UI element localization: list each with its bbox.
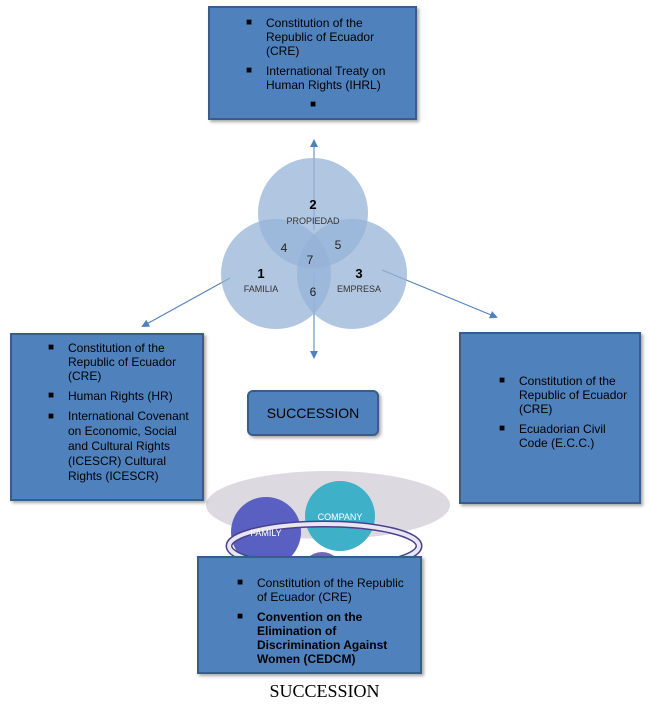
list-item: ■Constitution of the Republic of Ecuador…	[246, 16, 375, 58]
venn-number-1: 1	[257, 266, 264, 281]
company-label: COMPANY	[318, 512, 363, 522]
venn-label-empresa: EMPRESA	[337, 284, 381, 294]
bullet-icon: ■	[310, 99, 317, 110]
list-item: ■Constitution of the Republic of Ecuador…	[499, 374, 628, 416]
venn-label-familia: FAMILIA	[244, 284, 279, 294]
list-item: ■Human Rights (HR)	[48, 389, 173, 403]
bullet-icon: ■	[246, 65, 253, 76]
bottom-legal-box: ■Constitution of the Republic of Ecuador…	[197, 556, 422, 674]
venn-label-propiedad: PROPIEDAD	[286, 216, 340, 226]
venn-region-4: 4	[281, 241, 288, 255]
bullet-icon: ■	[237, 611, 244, 622]
list-item: ■Constitution of the Republic of Ecuador…	[48, 341, 177, 383]
venn-number-3: 3	[355, 266, 362, 281]
venn-circle-familia	[221, 219, 331, 329]
arrow-to-left	[141, 277, 231, 327]
list-item: ■International Covenant on Economic, Soc…	[48, 409, 189, 483]
bullet-icon: ■	[48, 411, 55, 422]
venn-circle-empresa	[297, 219, 407, 329]
succession-label: SUCCESSION	[266, 405, 360, 421]
bullet-icon: ■	[237, 577, 244, 588]
venn-number-2: 2	[309, 197, 316, 212]
venn-region-6: 6	[310, 285, 317, 299]
list-item: ■Constitution of the Republic of Ecuador…	[237, 576, 404, 604]
list-item: ■International Treaty on Human Rights (I…	[246, 64, 386, 92]
bullet-icon: ■	[48, 390, 55, 401]
list-item: ■Ecuadorian Civil Code (E.C.C.)	[499, 422, 606, 450]
succession-box: SUCCESSION	[247, 390, 379, 436]
family-label: FAMILY	[250, 528, 281, 538]
bottom-caption: SUCCESSION	[269, 681, 380, 701]
top-legal-box: ■Constitution of the Republic of Ecuador…	[208, 6, 417, 120]
bullet-icon: ■	[499, 423, 506, 434]
left-legal-box: ■Constitution of the Republic of Ecuador…	[10, 333, 204, 501]
right-legal-box: ■Constitution of the Republic of Ecuador…	[459, 332, 641, 504]
venn-region-7: 7	[307, 253, 314, 267]
list-item: ■Convention on the Elimination of Discri…	[237, 610, 388, 666]
company-circle	[305, 481, 375, 551]
bullet-icon: ■	[48, 342, 55, 353]
venn-region-5: 5	[335, 238, 342, 252]
bullet-icon: ■	[246, 17, 253, 28]
bullet-icon: ■	[499, 375, 506, 386]
